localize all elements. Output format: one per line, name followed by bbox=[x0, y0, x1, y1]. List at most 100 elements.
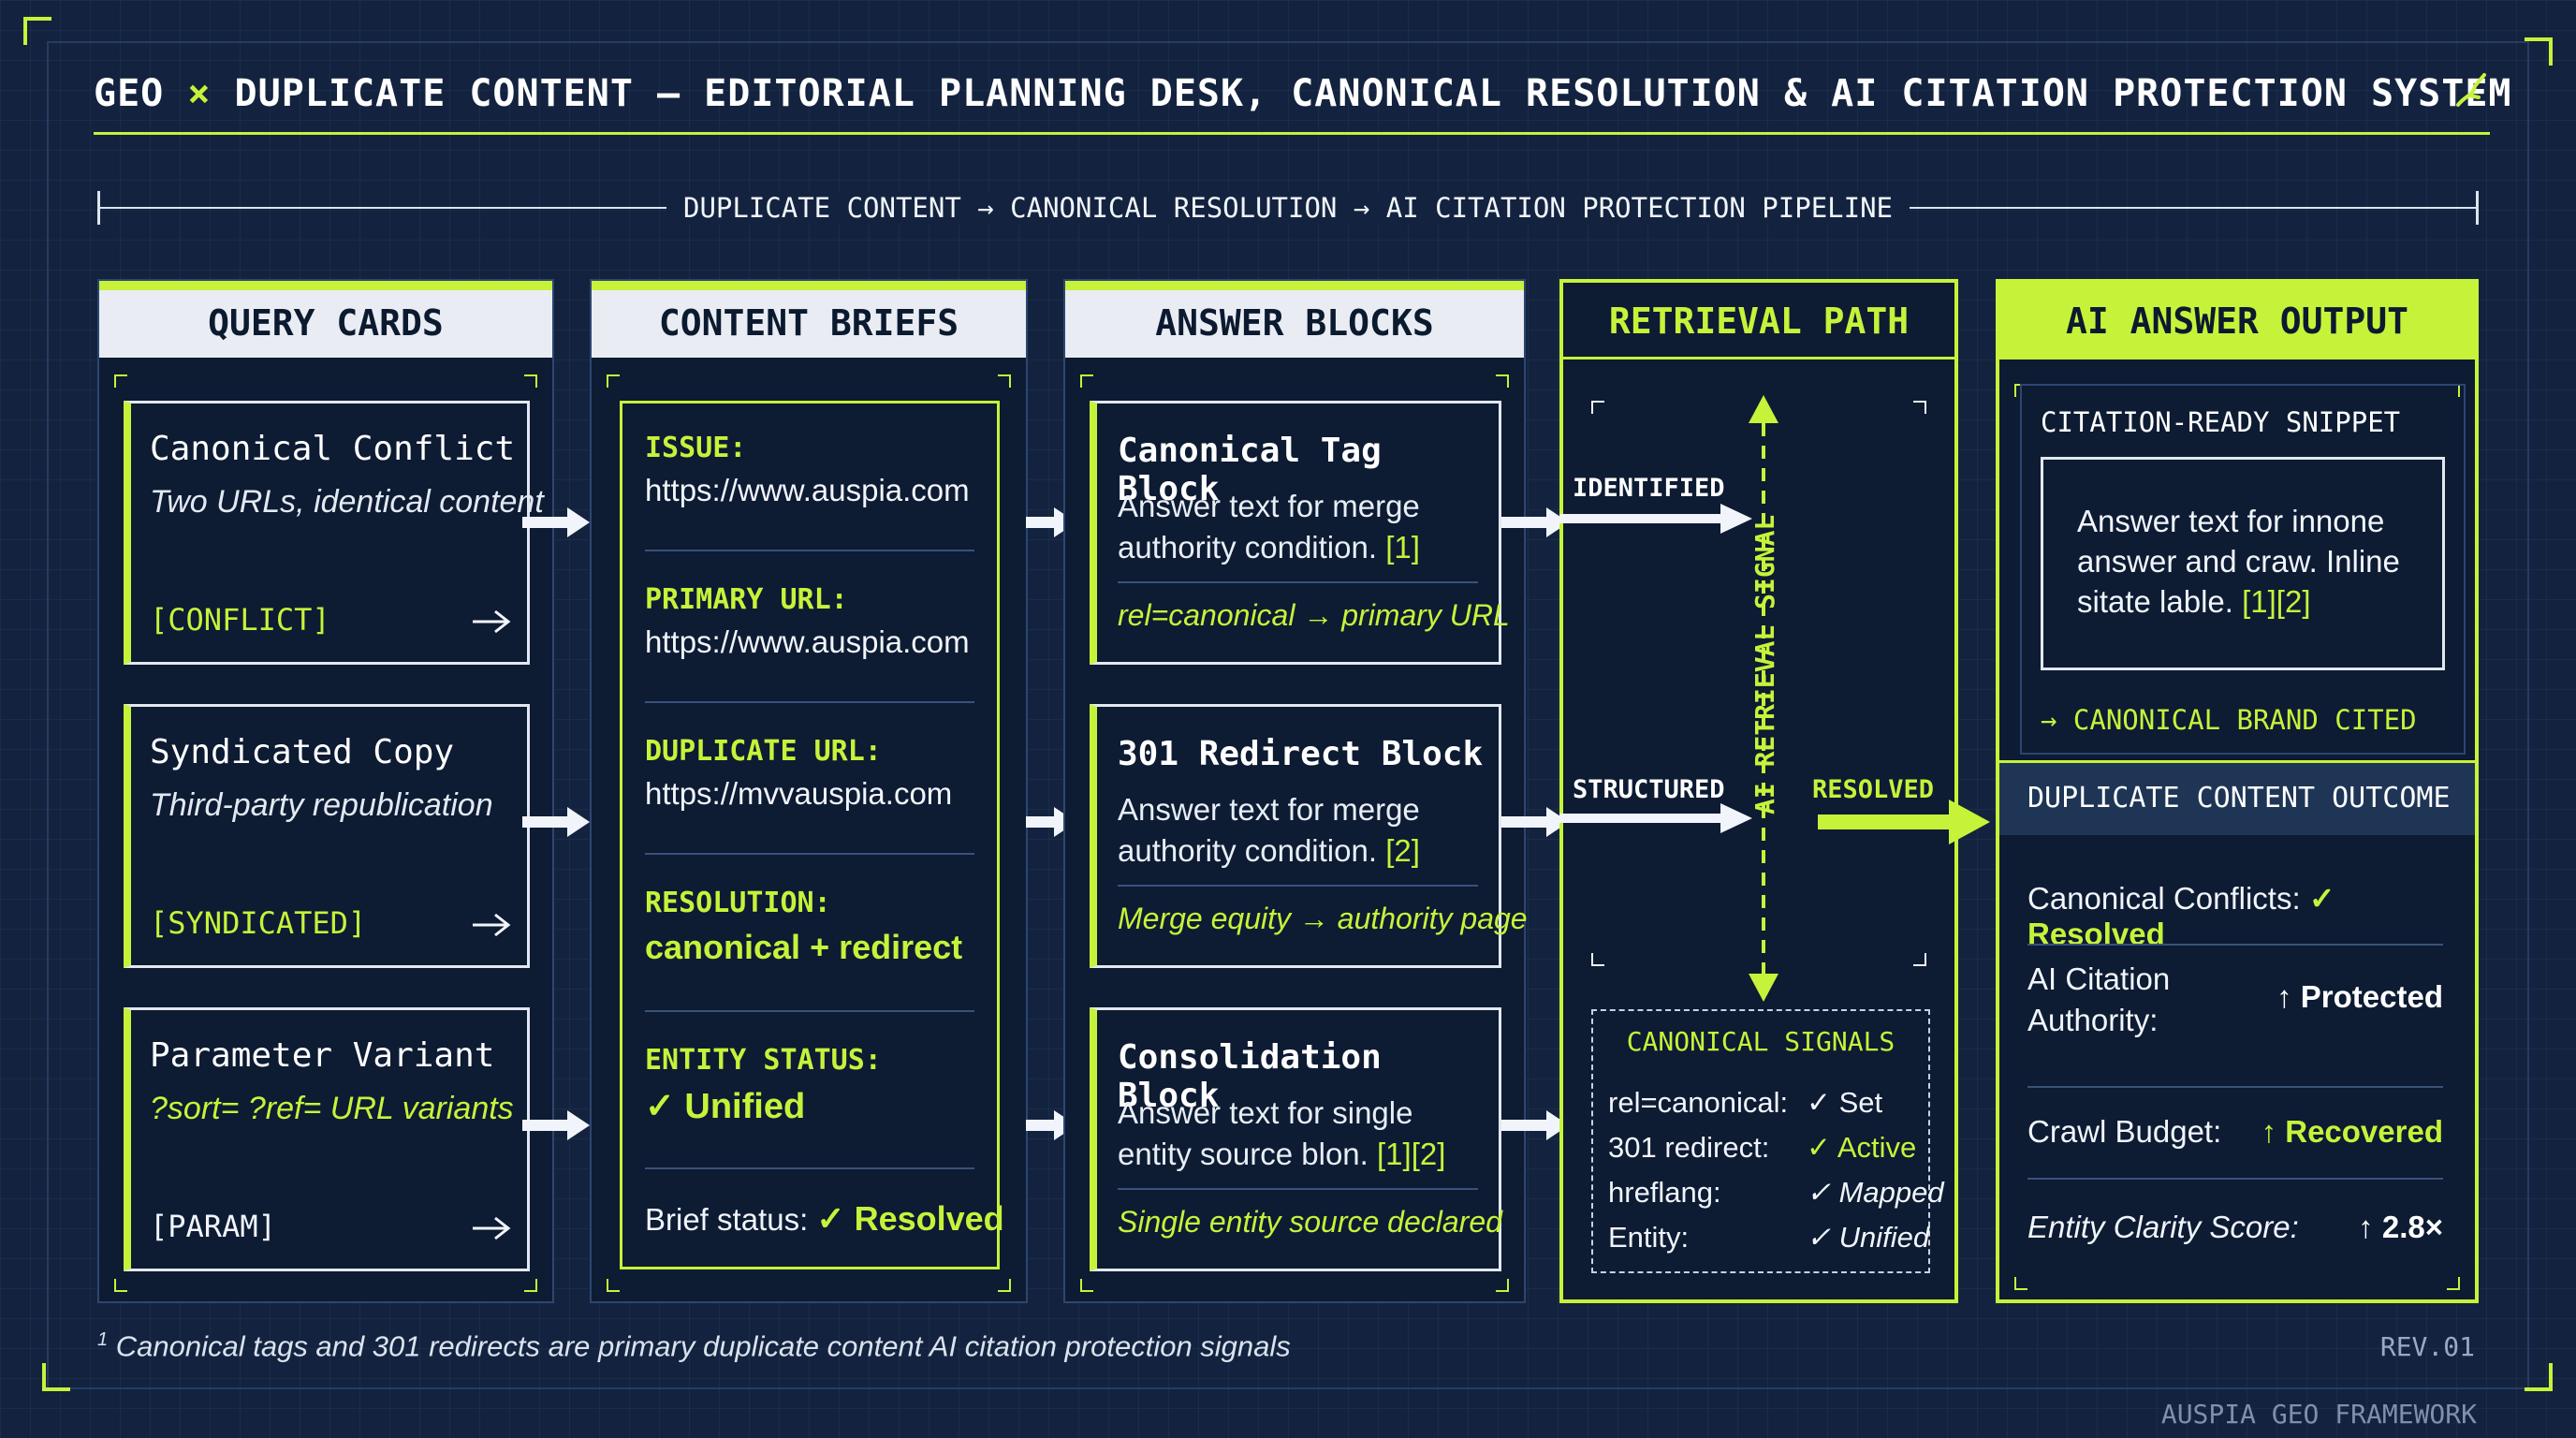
retrieval-path-column: RETRIEVAL PATH IDENTIFIED STRUCTURED AI … bbox=[1559, 279, 1958, 1303]
block-text-line: Answer text for merge bbox=[1118, 792, 1420, 827]
block-ref: [1] bbox=[1385, 530, 1420, 565]
block-ref: [1][2] bbox=[1377, 1137, 1446, 1171]
divider bbox=[645, 853, 974, 855]
divider bbox=[1118, 1188, 1478, 1190]
pipeline-tick bbox=[2476, 191, 2479, 225]
flow-arrow-icon bbox=[1501, 507, 1569, 537]
inner-corner bbox=[524, 374, 537, 388]
signal-row: hreflang:✓ Mapped bbox=[1608, 1176, 1944, 1213]
card-subtitle: Third-party republication bbox=[150, 787, 493, 823]
page-title: GEO × DUPLICATE CONTENT — EDITORIAL PLAN… bbox=[94, 64, 2511, 135]
card-tag: [SYNDICATED] bbox=[150, 905, 367, 941]
brief-duplicate-label: DUPLICATE URL: bbox=[645, 735, 882, 768]
arrow-right-icon[interactable] bbox=[471, 1214, 512, 1242]
signal-value: ✓ Set bbox=[1807, 1086, 1883, 1119]
divider bbox=[645, 1167, 974, 1169]
flow-arrow-icon bbox=[522, 507, 590, 537]
inner-corner bbox=[607, 374, 620, 388]
citation-snippet-panel: CITATION-READY SNIPPET Answer text for i… bbox=[2020, 384, 2466, 755]
block-title: 301 Redirect Block bbox=[1118, 735, 1484, 773]
divider bbox=[645, 550, 974, 551]
footnote-text: Canonical tags and 301 redirects are pri… bbox=[115, 1329, 1291, 1363]
signal-key: rel=canonical: bbox=[1608, 1086, 1789, 1119]
inner-corner bbox=[1080, 1279, 1093, 1292]
retrieval-signal-arrow-icon bbox=[1749, 395, 1778, 1002]
outcome-row: AI Citation Authority: ↑ Protected bbox=[2027, 959, 2443, 1043]
brief-status-value: ✓ Resolved bbox=[816, 1199, 1004, 1238]
query-card-syndicated-copy[interactable]: Syndicated Copy Third-party republicatio… bbox=[124, 704, 530, 968]
flow-arrow-icon bbox=[522, 807, 590, 837]
structured-arrow-icon bbox=[1559, 803, 1752, 833]
query-card-canonical-conflict[interactable]: Canonical Conflict Two URLs, identical c… bbox=[124, 401, 544, 665]
inner-corner bbox=[1591, 953, 1604, 966]
block-title: Canonical Tag Block bbox=[1118, 432, 1382, 508]
frame-corner bbox=[23, 17, 51, 45]
brief-duplicate-value: https://mvvauspia.com bbox=[645, 776, 953, 811]
query-cards-header: QUERY CARDS bbox=[99, 281, 552, 358]
inner-corner bbox=[1913, 401, 1926, 414]
title-part2: DUPLICATE CONTENT — EDITORIAL PLANNING D… bbox=[234, 72, 2512, 115]
block-link: rel=canonical → primary URL bbox=[1118, 598, 1510, 632]
resolved-arrow-icon bbox=[1818, 800, 1990, 844]
brief-entity-label: ENTITY STATUS: bbox=[645, 1044, 882, 1077]
inner-corner bbox=[114, 374, 127, 388]
block-text-line: Answer text for merge bbox=[1118, 489, 1420, 523]
snippet-line: sitate lable. bbox=[2077, 584, 2233, 619]
inner-corner bbox=[998, 1279, 1011, 1292]
signal-row: Entity: ✓ Unified bbox=[1608, 1221, 1929, 1258]
divider bbox=[645, 701, 974, 703]
outcome-label: Canonical Conflicts: bbox=[2027, 881, 2301, 916]
brief-status: Brief status: ✓ Resolved bbox=[645, 1199, 1004, 1239]
snippet-cited: → CANONICAL BRAND CITED bbox=[2041, 704, 2417, 736]
block-link: Single entity source declared bbox=[1118, 1205, 1502, 1239]
answer-block-canonical-tag[interactable]: Canonical Tag Block Answer text for merg… bbox=[1090, 401, 1510, 665]
block-title: Consolidation Block bbox=[1118, 1038, 1382, 1115]
divider bbox=[2027, 944, 2443, 946]
query-card-parameter-variant[interactable]: Parameter Variant ?sort= ?ref= URL varia… bbox=[124, 1007, 530, 1271]
content-briefs-header: CONTENT BRIEFS bbox=[592, 281, 1026, 358]
block-text-line: Answer text for single bbox=[1118, 1095, 1413, 1130]
card-subtitle: ?sort= ?ref= URL variants bbox=[150, 1091, 514, 1126]
inner-corner bbox=[1496, 374, 1509, 388]
outer-frame bbox=[47, 41, 2529, 1389]
arrow-right-icon[interactable] bbox=[471, 608, 512, 636]
answer-block-consolidation[interactable]: Consolidation Block Answer text for sing… bbox=[1090, 1007, 1502, 1271]
inner-corner bbox=[998, 374, 1011, 388]
title-symbol: × bbox=[187, 72, 212, 115]
inner-corner bbox=[114, 1279, 127, 1292]
outcome-value: ↑ 2.8× bbox=[2358, 1210, 2443, 1244]
outcome-label: Entity Clarity Score: bbox=[2027, 1210, 2299, 1244]
card-title: Syndicated Copy bbox=[150, 733, 455, 771]
signal-key: 301 redirect: bbox=[1608, 1131, 1770, 1164]
flow-arrow-icon bbox=[1501, 1110, 1569, 1140]
answer-block-301-redirect[interactable]: 301 Redirect Block Answer text for merge… bbox=[1090, 704, 1528, 968]
arrow-right-icon[interactable] bbox=[471, 911, 512, 939]
signal-label: AI RETRIEVAL SIGNAL bbox=[1749, 514, 1780, 814]
snippet-line: answer and craw. Inline bbox=[2077, 544, 2400, 579]
resolved-label: RESOLVED bbox=[1812, 775, 1935, 804]
structured-label: STRUCTURED bbox=[1573, 775, 1725, 804]
outcome-header: DUPLICATE CONTENT OUTCOME bbox=[1999, 760, 2475, 835]
footnote: 1 Canonical tags and 301 redirects are p… bbox=[97, 1329, 1291, 1363]
card-tag: [PARAM] bbox=[150, 1209, 276, 1244]
outcome-label: Crawl Budget: bbox=[2027, 1114, 2222, 1149]
brief-card[interactable]: ISSUE: https://www.auspia.com PRIMARY UR… bbox=[620, 401, 1004, 1269]
answer-blocks-column: ANSWER BLOCKS Canonical Tag Block Answer… bbox=[1063, 279, 1528, 1303]
logo-flourish-icon bbox=[2456, 73, 2486, 107]
snippet-text: Answer text for innone answer and craw. … bbox=[2077, 501, 2433, 622]
signal-key: Entity: bbox=[1608, 1221, 1690, 1254]
inner-corner bbox=[524, 1279, 537, 1292]
signals-title: CANONICAL SIGNALS bbox=[1626, 1026, 1895, 1057]
inner-corner bbox=[1080, 374, 1093, 388]
signal-value: ✓ Unified bbox=[1807, 1221, 1930, 1254]
inner-corner bbox=[2014, 1277, 2027, 1290]
ai-output-column: AI ANSWER OUTPUT CITATION-READY SNIPPET … bbox=[1996, 279, 2479, 1303]
divider bbox=[2027, 1086, 2443, 1088]
block-text: Answer text for merge authority conditio… bbox=[1118, 789, 1420, 872]
identified-label: IDENTIFIED bbox=[1573, 474, 1725, 503]
divider bbox=[645, 1010, 974, 1012]
block-text-line: entity source blon. bbox=[1118, 1137, 1368, 1171]
snippet-box[interactable]: Answer text for innone answer and craw. … bbox=[2041, 457, 2445, 670]
block-text: Answer text for single entity source blo… bbox=[1118, 1093, 1445, 1175]
frame-corner bbox=[2525, 1363, 2553, 1391]
